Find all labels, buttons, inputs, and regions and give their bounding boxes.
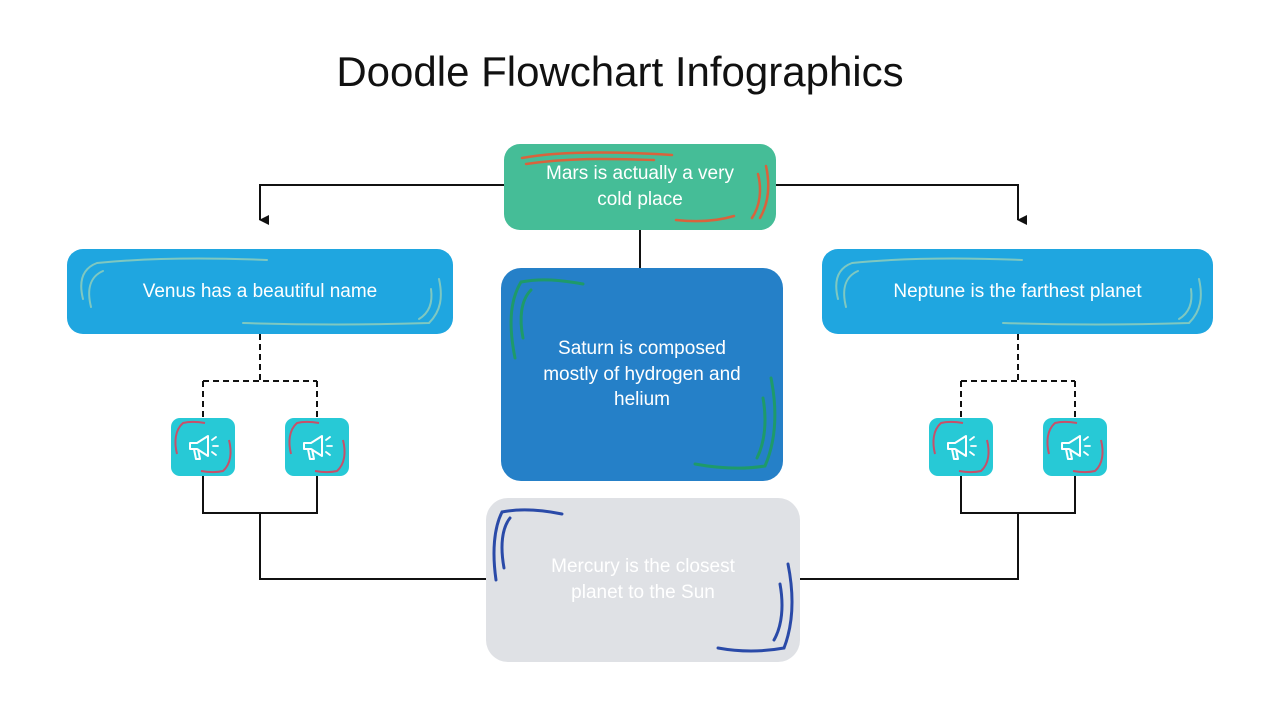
megaphone-icon: [303, 435, 333, 460]
node-saturn: Saturn is composed mostly of hydrogen an…: [501, 268, 783, 481]
node-mars: Mars is actually a very cold place: [504, 144, 776, 230]
icon-box-right-2: [1043, 418, 1107, 476]
node-mercury-label: Mercury is the closest planet to the Sun: [551, 556, 735, 603]
node-mercury: Mercury is the closest planet to the Sun: [486, 498, 800, 662]
megaphone-icon: [1061, 435, 1091, 460]
scribble-decoration: [288, 420, 346, 474]
icon-box-left-1: [171, 418, 235, 476]
scribble-decoration: [174, 420, 232, 474]
scribble-decoration: [835, 257, 1202, 326]
node-venus: Venus has a beautiful name: [67, 249, 453, 334]
page-title: Doodle Flowchart Infographics: [336, 48, 904, 95]
megaphone-icon: [189, 435, 219, 460]
node-mars-label: Mars is actually a very cold place: [546, 163, 734, 210]
arrow-mars-to-neptune: [776, 184, 1027, 225]
node-venus-label: Venus has a beautiful name: [142, 280, 378, 302]
line-right-icons-to-mercury: [800, 476, 1076, 580]
megaphone-icon: [947, 435, 977, 460]
scribble-decoration: [1046, 420, 1104, 474]
dashed-venus-branch: [202, 334, 318, 418]
scribble-decoration: [520, 151, 770, 223]
scribble-decoration: [509, 278, 777, 470]
icon-box-right-1: [929, 418, 993, 476]
node-neptune: Neptune is the farthest planet: [822, 249, 1213, 334]
line-left-icons-to-mercury: [202, 476, 486, 580]
dashed-neptune-branch: [960, 334, 1076, 418]
scribble-decoration: [932, 420, 990, 474]
scribble-decoration: [492, 508, 794, 653]
icon-box-left-2: [285, 418, 349, 476]
scribble-decoration: [80, 257, 442, 326]
node-saturn-label: Saturn is composed mostly of hydrogen an…: [543, 338, 741, 411]
arrow-mars-to-venus: [259, 184, 504, 225]
node-neptune-label: Neptune is the farthest planet: [893, 280, 1142, 302]
